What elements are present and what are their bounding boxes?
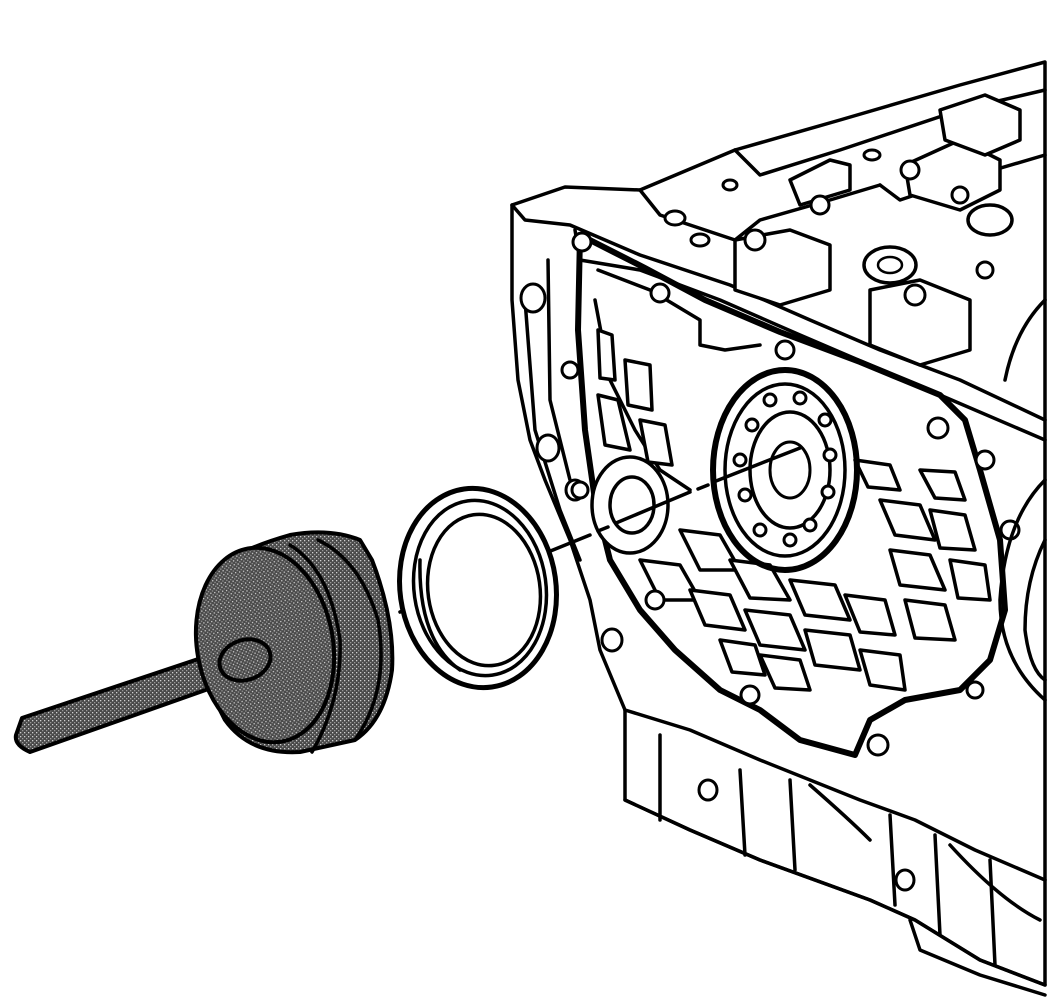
installer-tool [13, 530, 395, 755]
crankshaft-rear-oil-seal [397, 485, 559, 691]
crankshaft-flange [710, 367, 860, 573]
engine-block [510, 60, 1047, 997]
